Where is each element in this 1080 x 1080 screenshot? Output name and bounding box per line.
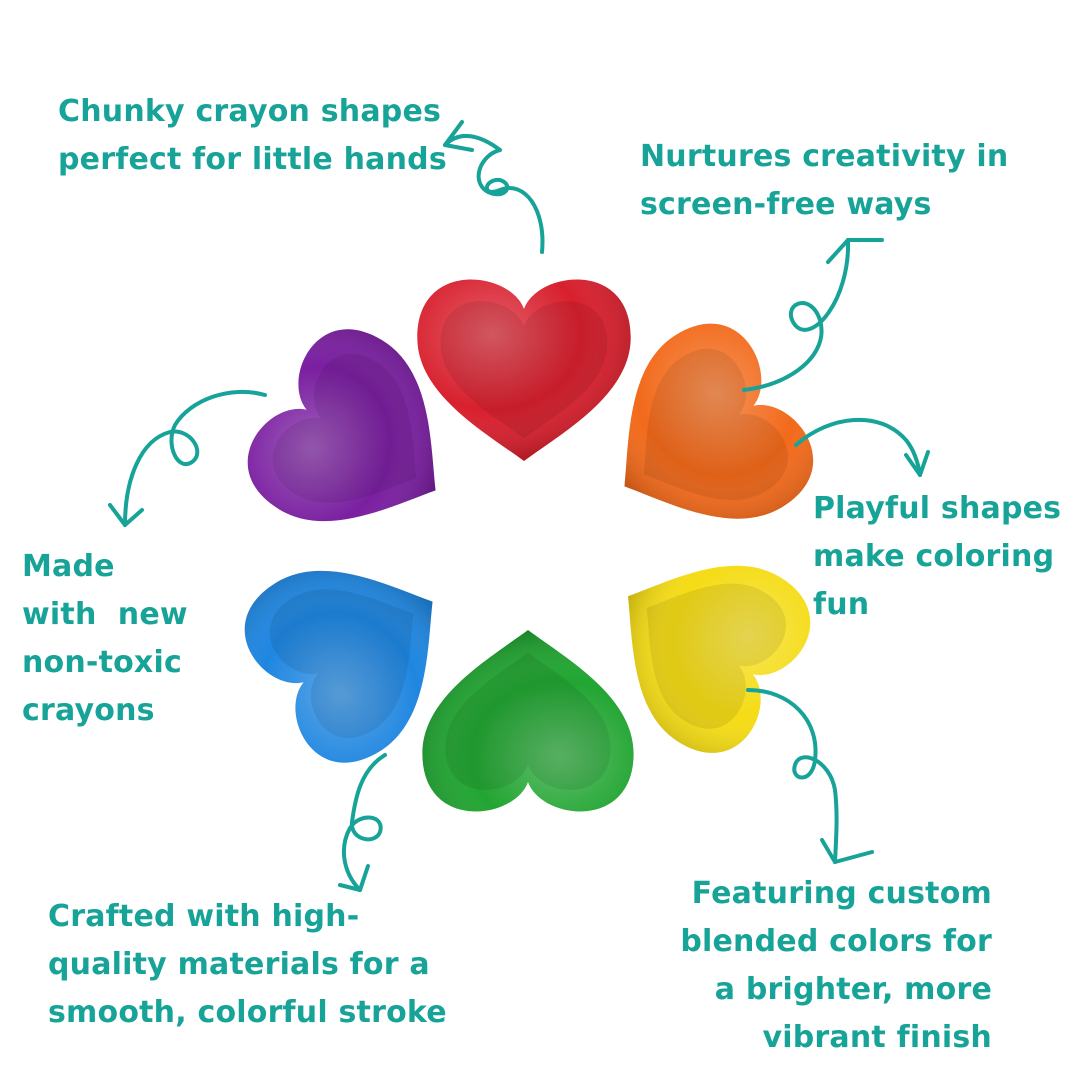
curly-arrow-featuring — [746, 688, 874, 864]
caption-line: crayons — [22, 693, 155, 728]
caption-line: Made — [22, 549, 115, 584]
caption-playful-shapes: Playful shapes make coloring fun — [813, 485, 1061, 629]
caption-line: Crafted with high- — [48, 899, 360, 934]
caption-line: make coloring — [813, 539, 1055, 574]
caption-line: vibrant finish — [762, 1020, 992, 1055]
curly-arrow-playful — [794, 418, 930, 477]
caption-high-quality-materials: Crafted with high- quality materials for… — [48, 893, 447, 1037]
caption-line: smooth, colorful stroke — [48, 995, 447, 1030]
caption-line: Featuring custom — [691, 876, 992, 911]
heart-yellow — [576, 514, 829, 772]
caption-custom-blended-colors: Featuring custom blended colors for a br… — [640, 870, 992, 1062]
curly-arrow-nurtures — [742, 238, 884, 392]
curly-arrow-made — [108, 389, 267, 527]
heart-orange — [570, 304, 832, 573]
caption-line: non-toxic — [22, 645, 182, 680]
caption-line: Playful shapes — [813, 491, 1062, 526]
curly-arrow-chunky — [443, 120, 545, 254]
caption-nurtures-creativity: Nurtures creativity in screen-free ways — [640, 133, 1008, 229]
caption-line: a brighter, more — [714, 972, 992, 1007]
caption-line: with new — [22, 597, 188, 632]
heart-blue — [226, 517, 486, 782]
caption-line: fun — [813, 587, 870, 622]
caption-line: Chunky crayon shapes — [58, 94, 442, 129]
heart-purple — [229, 310, 489, 575]
caption-non-toxic-crayons: Made with new non-toxic crayons — [22, 543, 188, 735]
caption-line: blended colors for — [680, 924, 992, 959]
caption-chunky-crayon-shapes: Chunky crayon shapes perfect for little … — [58, 88, 447, 184]
caption-line: Nurtures creativity in — [640, 139, 1009, 174]
caption-line: screen-free ways — [640, 187, 932, 222]
curly-arrow-crafted — [338, 753, 387, 892]
heart-green — [422, 630, 634, 812]
heart-red — [417, 279, 631, 461]
caption-line: quality materials for a — [48, 947, 430, 982]
caption-line: perfect for little hands — [58, 142, 447, 177]
